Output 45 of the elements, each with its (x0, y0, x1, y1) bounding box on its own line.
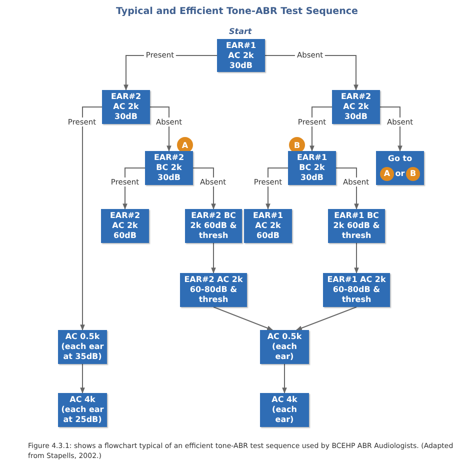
arrow (211, 242, 216, 274)
start-label: Start (229, 27, 252, 36)
box-text: AC 4k (each ear) (270, 395, 298, 425)
process-box (260, 330, 309, 364)
process-box (288, 151, 336, 185)
process-box (217, 39, 265, 72)
process-box (145, 151, 193, 185)
box-text: EAR#2 BC 2k 60dB & thresh (189, 211, 238, 241)
box-text: EAR#1 AC 2k 60dB (252, 211, 284, 241)
letter-badge: A (380, 167, 394, 181)
box-text: EAR#1 BC 2k 60dB & thresh (332, 211, 381, 241)
process-box (101, 209, 149, 243)
box-text: EAR#2 AC 2k 60-80dB & thresh (183, 275, 244, 305)
arrow (380, 106, 402, 152)
arrow (213, 306, 274, 330)
box-text: EAR#1 AC 2k 60-80dB & thresh (326, 275, 387, 305)
arrow (354, 242, 359, 274)
process-box (102, 90, 150, 124)
arrow (336, 168, 359, 210)
process-box (244, 209, 292, 243)
process-box (260, 393, 309, 427)
box-text: EAR#2 AC 2k 30dB (340, 92, 372, 122)
box-text: EAR#1 AC 2k 30dB (224, 40, 258, 70)
arrow (150, 106, 172, 152)
arrow (80, 364, 85, 394)
arrow (122, 168, 146, 210)
arrow (310, 106, 332, 152)
arrow (282, 364, 287, 394)
box-text: Go to (386, 154, 414, 164)
arrow (192, 168, 216, 210)
arrow (266, 168, 288, 210)
box-text: EAR#2 BC 2k 30dB (152, 153, 186, 183)
box-text: EAR#2 AC 2k 30dB (110, 92, 142, 122)
process-box (376, 151, 424, 185)
box-text: AC 0.5k (each ear at 35dB) (60, 332, 105, 362)
process-box (332, 90, 380, 124)
box-text: AC 4k (each ear at 25dB) (60, 395, 105, 425)
box-text: or (394, 169, 406, 179)
box-text: EAR#1 BC 2k 30dB (296, 153, 328, 183)
box-text: EAR#2 AC 2k 60dB (108, 211, 142, 241)
arrow (80, 106, 102, 331)
diagram-title: Typical and Efficient Tone-ABR Test Sequence (115, 6, 359, 17)
box-text: AC 0.5k (each ear) (266, 332, 303, 362)
arrow (296, 306, 357, 330)
letter-badge: B (406, 167, 420, 181)
